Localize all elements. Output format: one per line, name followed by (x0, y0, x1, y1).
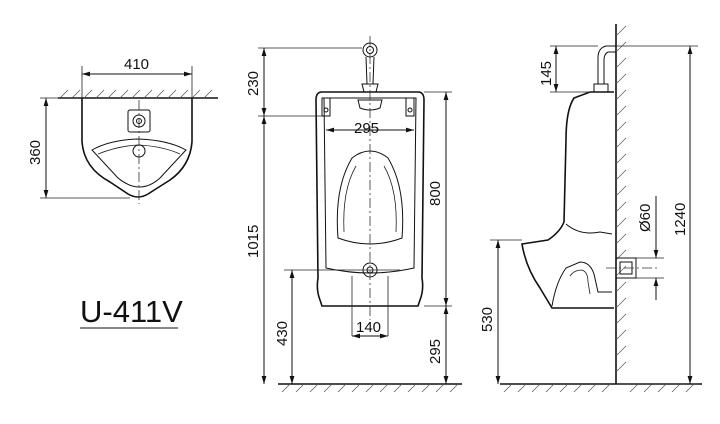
dim-top-width: 410 (124, 56, 149, 73)
front-floor-hatching (281, 383, 459, 393)
dim-front-height-total: 1015 (245, 225, 262, 258)
dim-inner-width: 295 (354, 120, 379, 137)
dim-top-depth: 360 (27, 140, 44, 165)
top-view: 410 360 (27, 56, 218, 204)
top-wall-hatching (59, 89, 213, 99)
dim-body-height: 800 (427, 181, 444, 206)
dim-bottom-clearance: 295 (427, 339, 444, 364)
dim-pipe-diameter: Ø60 (637, 204, 654, 232)
dim-outlet-height: 430 (274, 321, 291, 346)
dim-inlet-height: 230 (245, 71, 262, 96)
dim-side-outlet-height: 530 (479, 307, 496, 332)
model-label: U-411V (80, 294, 183, 329)
side-view: 145 1240 Ø60 530 (479, 24, 702, 393)
dim-side-inlet: 145 (538, 61, 555, 86)
side-wall-hatching (615, 25, 627, 373)
front-view: 230 295 1015 800 430 140 295 (245, 36, 462, 393)
dim-outlet-width: 140 (356, 319, 381, 336)
dim-side-total: 1240 (672, 203, 689, 236)
side-floor-hatching (503, 383, 695, 393)
